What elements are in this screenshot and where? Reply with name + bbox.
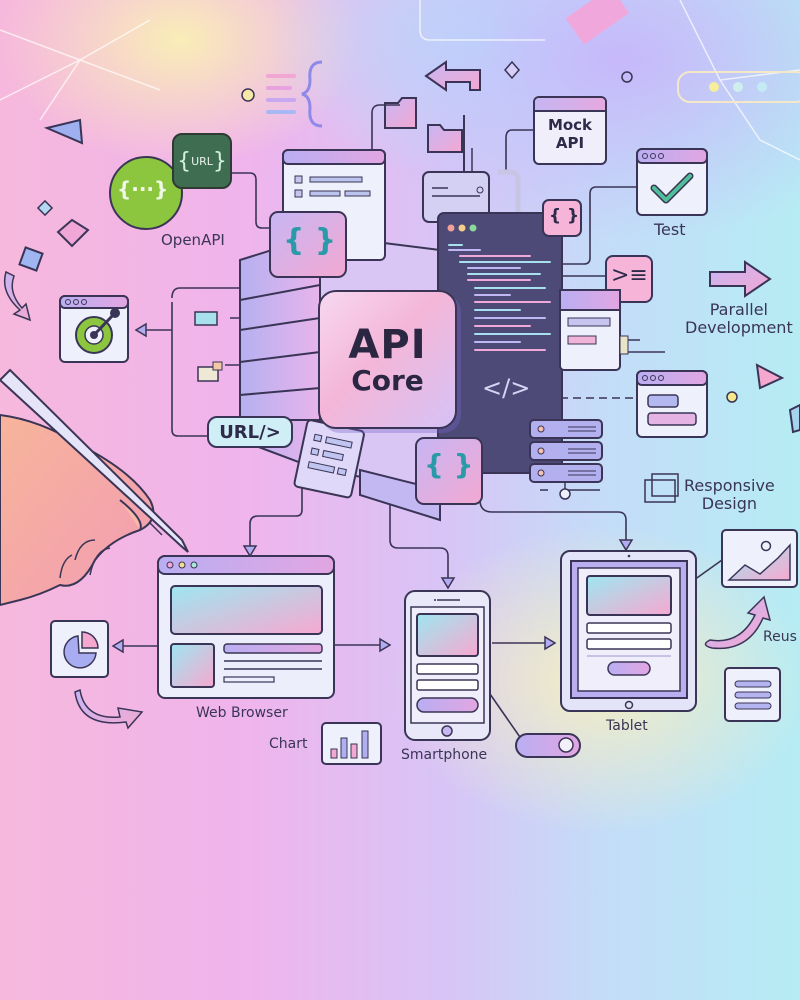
openapi-label: OpenAPI	[161, 231, 225, 249]
parallel-line2: Development	[685, 317, 793, 337]
gem-icon	[56, 218, 90, 248]
reuse-arrow-icon	[704, 595, 772, 650]
dots-bar	[677, 71, 800, 103]
url-tag: {URL}	[172, 133, 232, 189]
brace-right-glyph: }	[212, 148, 227, 174]
list-card	[293, 419, 365, 499]
menu-card	[724, 667, 781, 722]
hand-holding-pen	[0, 368, 189, 607]
api-core-subtitle: Core	[351, 364, 424, 397]
forward-arrow-icon	[709, 260, 772, 298]
list-lines-icon	[266, 74, 296, 114]
chart-label: Chart	[269, 736, 308, 752]
analytics-window	[59, 295, 129, 363]
stylus-icon	[0, 368, 189, 553]
reuse-label: Reus	[763, 629, 797, 645]
smartphone-label: Smartphone	[401, 747, 488, 763]
braces-badge	[542, 199, 582, 237]
braces-small-glyph: { }	[549, 206, 580, 226]
folder-icon	[427, 124, 463, 153]
parallel-line1: Parallel	[709, 300, 768, 319]
folder-icon	[384, 97, 417, 129]
openapi-braces-glyph: {···}	[117, 177, 169, 201]
back-arrow-icon	[424, 60, 481, 92]
braces-card	[269, 211, 347, 278]
deco-ribbon	[565, 0, 630, 45]
api-core-card: API Core	[318, 290, 457, 429]
web-browser-mockup	[157, 555, 335, 699]
curved-arrow-icon	[74, 688, 144, 730]
triangle-icon	[755, 363, 785, 390]
mock-line1: Mock	[547, 116, 593, 134]
responsive-line1: Responsive	[684, 476, 775, 495]
bar-chart-card	[321, 722, 382, 765]
server-units	[529, 419, 603, 500]
openapi-logo	[109, 156, 183, 230]
triangle-icon	[43, 118, 84, 145]
form-panel	[559, 289, 629, 371]
background-lines	[0, 0, 800, 161]
pie-chart-card	[50, 620, 109, 678]
web-browser-label: Web Browser	[196, 705, 288, 721]
responsive-icon	[644, 473, 679, 503]
tablet-mockup	[560, 550, 697, 712]
tablet-label: Tablet	[606, 718, 648, 734]
curved-arrow-icon	[3, 270, 32, 322]
api-core-title: API	[348, 322, 427, 368]
toggle-switch	[515, 733, 581, 758]
brace-left-glyph: {	[177, 148, 192, 174]
braces-glyph: { }	[283, 223, 337, 258]
arrowheads	[111, 322, 634, 654]
mock-line2: API	[555, 134, 585, 152]
window-titlebar	[535, 98, 605, 112]
code-tag-glyph: </>	[482, 374, 531, 402]
smartphone-mockup	[404, 590, 491, 741]
brace-icon	[301, 60, 323, 128]
image-card	[721, 529, 798, 588]
test-label: Test	[654, 220, 686, 239]
url-tag-text: URL	[191, 154, 213, 168]
braces-card-bottom	[415, 437, 483, 505]
code-editor-panel	[437, 212, 563, 474]
prompt-glyph: >≡	[611, 263, 648, 288]
server-tower-icon	[422, 115, 521, 223]
responsive-line2: Design	[701, 493, 757, 513]
test-window	[636, 148, 708, 216]
url-badge: URL/>	[207, 416, 293, 448]
form-window	[636, 370, 708, 438]
braces-bottom-glyph: { }	[424, 448, 474, 481]
